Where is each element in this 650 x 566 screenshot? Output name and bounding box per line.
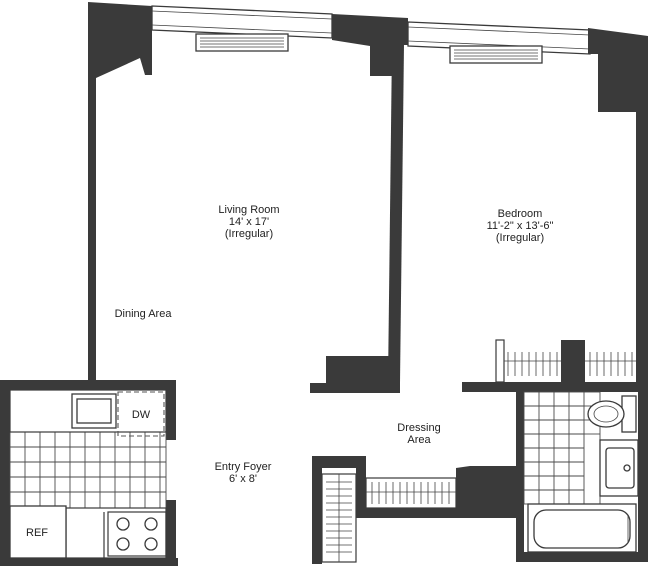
dressing-closet-horizontal xyxy=(365,477,457,509)
dressing-area-label: Dressing Area xyxy=(397,422,440,446)
living-room-name: Living Room xyxy=(218,204,279,216)
dressing-closet-vertical xyxy=(321,473,357,563)
living-room-size: 14' x 17' xyxy=(229,216,269,228)
kitchen-counter-top xyxy=(9,389,167,433)
dishwasher xyxy=(117,391,165,437)
entry-foyer-label: Entry Foyer 6' x 8' xyxy=(215,461,272,485)
exterior-window-wall xyxy=(88,2,648,392)
bedroom-note: (Irregular) xyxy=(496,232,544,244)
bathroom-sink xyxy=(599,439,639,497)
refrigerator xyxy=(9,505,67,559)
interior-walls xyxy=(0,44,648,566)
bedroom-closets xyxy=(495,339,636,383)
living-room-label: Living Room 14' x 17' (Irregular) xyxy=(218,204,279,240)
entry-foyer-size: 6' x 8' xyxy=(229,473,257,485)
bedroom-label: Bedroom 11'-2" x 13'-6" (Irregular) xyxy=(487,208,554,244)
living-room-vent xyxy=(195,33,289,52)
bedroom-size: 11'-2" x 13'-6" xyxy=(487,220,554,232)
cooktop xyxy=(107,511,167,557)
toilet xyxy=(587,395,637,433)
bedroom-vent xyxy=(449,45,543,64)
dining-area-label: Dining Area xyxy=(115,308,173,320)
dishwasher-label: DW xyxy=(132,409,151,421)
bedroom-name: Bedroom xyxy=(498,208,543,220)
refrigerator-label: REF xyxy=(26,527,48,539)
entry-foyer-name: Entry Foyer xyxy=(215,461,272,473)
dressing-area-line1: Dressing xyxy=(397,422,440,434)
bathtub xyxy=(527,503,637,553)
living-room-note: (Irregular) xyxy=(225,228,273,240)
bathroom-tile-floor xyxy=(523,391,601,505)
kitchen-tile-floor xyxy=(9,431,167,509)
dressing-area-line2: Area xyxy=(407,434,431,446)
